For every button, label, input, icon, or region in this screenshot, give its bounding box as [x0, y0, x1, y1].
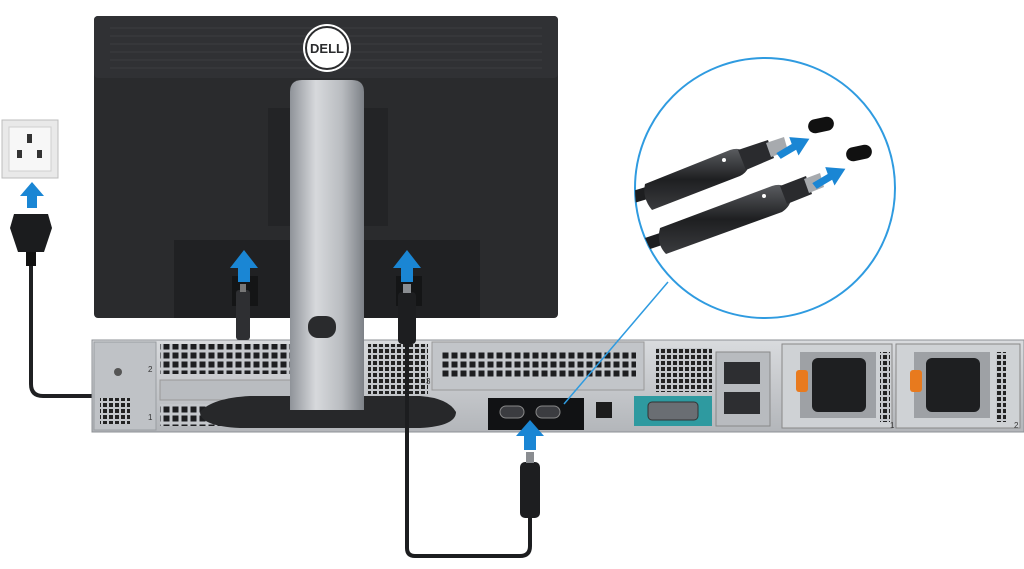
dell-logo: DELL: [303, 24, 351, 72]
slot-label: 1: [890, 421, 895, 430]
usb-c-cable: [398, 284, 540, 558]
slot-label: 2: [1014, 421, 1019, 430]
wall-outlet-icon: [1, 119, 59, 179]
callout-circle: [634, 57, 896, 319]
usb-c-connector-icon: [808, 116, 834, 134]
slot-label: 1: [148, 413, 153, 422]
slot-label: 2: [148, 365, 153, 374]
arrow-right-icon: [812, 167, 846, 189]
callout-line: [563, 281, 669, 405]
arrow-up-icon: [20, 182, 44, 208]
logo-text: DELL: [310, 41, 344, 56]
arrow-up-icon: [516, 420, 544, 450]
arrow-up-icon: [230, 250, 258, 282]
power-plug-icon: [10, 214, 52, 266]
monitor-power-connector: [236, 284, 250, 340]
usb-c-connector-icon: [846, 144, 872, 162]
slot-label: 3: [426, 377, 431, 386]
arrow-up-icon: [393, 250, 421, 282]
arrow-right-icon: [776, 137, 810, 159]
monitor-stand: [200, 80, 456, 428]
